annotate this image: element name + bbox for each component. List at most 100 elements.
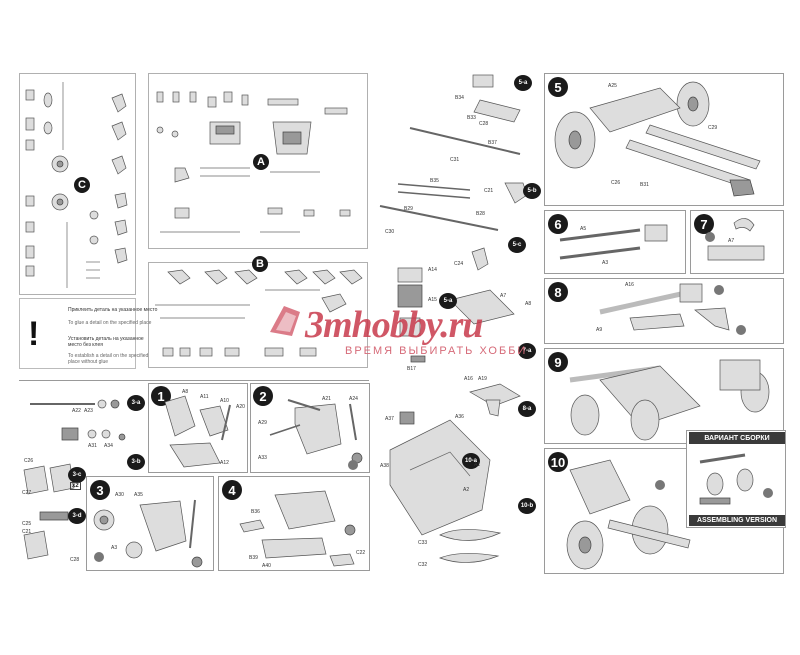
part-label: A22: [72, 408, 81, 414]
part-label: A10: [220, 398, 229, 404]
step-10a-drawing: [389, 411, 502, 563]
watermark-logo-icon: [268, 302, 302, 338]
step-2-badge: 2: [253, 386, 273, 406]
legend-glue-ru: Приклеить деталь на указанное место: [68, 307, 158, 313]
substep-3a-badge: 3-a: [127, 395, 145, 411]
legend-noglue-en: To establish a detail on the specified p…: [68, 353, 149, 365]
part-label: A36: [455, 414, 464, 420]
watermark-subtitle: ВРЕМЯ ВЫБИРАТЬ ХОББИ: [345, 345, 528, 357]
part-label: A33: [258, 455, 267, 461]
ref-marker: [655, 480, 665, 490]
multiplier-label: x2: [70, 482, 81, 490]
part-label: C21: [22, 529, 32, 535]
ref-marker: [705, 232, 715, 242]
part-label: C31: [450, 157, 460, 163]
part-label: A19: [478, 376, 487, 382]
part-label: A7: [728, 238, 735, 244]
legend-glue-en: To glue a detail on the specified place: [68, 320, 152, 326]
part-label: A38: [380, 463, 389, 469]
step-1-drawing: [164, 395, 231, 468]
substep-3d-badge: 3-d: [68, 508, 86, 524]
part-label: C25: [22, 521, 32, 527]
ref-marker: [714, 285, 724, 295]
step-10-badge: 10: [548, 452, 568, 472]
part-label: B35: [430, 178, 439, 184]
part-label: B33: [467, 115, 476, 121]
step-7-drawing: [707, 218, 765, 261]
step-2-drawing: [269, 399, 363, 464]
part-label: A1: [474, 462, 481, 468]
ref-marker: [348, 460, 358, 470]
step-9-drawing: [569, 359, 770, 441]
step-3-badge: 3: [90, 480, 110, 500]
part-label: A7: [500, 293, 507, 299]
step-4-badge: 4: [222, 480, 242, 500]
ref-marker: [94, 552, 104, 562]
sprue-c-letter: C: [74, 177, 90, 193]
part-label: B34: [455, 95, 464, 101]
part-label: A8: [182, 389, 189, 395]
part-label: C26: [24, 458, 34, 464]
section-divider: [19, 380, 369, 381]
ref-marker: [736, 325, 746, 335]
part-label: A16: [625, 282, 634, 288]
part-label: A31: [88, 443, 97, 449]
part-label: B17: [407, 366, 416, 372]
part-label: A16: [464, 376, 473, 382]
part-label: A14: [428, 267, 437, 273]
part-label: A8: [525, 301, 532, 307]
part-label: C24: [454, 261, 464, 267]
part-label: A23: [84, 408, 93, 414]
variant-footer: ASSEMBLING VERSION: [689, 515, 785, 526]
sprue-a-parts: [156, 91, 351, 233]
substep-3b-badge: 3-b: [127, 454, 145, 470]
step-5-drawing: [554, 81, 761, 197]
part-label: A24: [349, 396, 358, 402]
part-label: A35: [134, 492, 143, 498]
step-1-badge: 1: [151, 386, 171, 406]
part-label: A3: [111, 545, 118, 551]
part-label: A40: [262, 563, 271, 569]
step-3-drawing: [93, 499, 203, 568]
variant-box: [686, 430, 786, 528]
part-label: C33: [418, 540, 428, 546]
part-label: C28: [479, 121, 489, 127]
part-label: A29: [258, 420, 267, 426]
substeps-3-drawings: [23, 399, 126, 560]
step-7-badge: 7: [694, 214, 714, 234]
substep-8a-badge: 8-a: [518, 401, 536, 417]
part-label: A3: [602, 260, 609, 266]
sprue-b-parts: [155, 269, 363, 357]
part-label: C32: [418, 562, 428, 568]
step-4-drawing: [239, 490, 356, 567]
sprue-c-frame: [19, 73, 136, 295]
part-label: A12: [220, 460, 229, 466]
part-label: C27: [22, 490, 32, 496]
watermark-text: 3mhobby.ru: [305, 304, 484, 346]
part-label: A15: [428, 297, 437, 303]
step-10-drawing: [566, 459, 691, 570]
sprue-a-frame: [148, 73, 368, 249]
part-label: A37: [385, 416, 394, 422]
part-label: B37: [488, 140, 497, 146]
substep-7a-badge: 7-a: [518, 343, 536, 359]
step-8-drawing: [599, 283, 730, 331]
part-label: C26: [611, 180, 621, 186]
part-label: C29: [708, 125, 718, 131]
substep-10b-badge: 10-b: [518, 498, 536, 514]
part-label: A9: [596, 327, 603, 333]
substep-5a-badge: 5-a: [514, 75, 532, 91]
sprue-a-letter: A: [253, 154, 269, 170]
substep-5b-badge: 5-b: [523, 183, 541, 199]
step-9-badge: 9: [548, 352, 568, 372]
part-label: A11: [200, 394, 209, 400]
legend-box: ! Приклеить деталь на указанное место To…: [19, 298, 157, 369]
variant-drawing: [699, 453, 754, 505]
mid-center-drawing: [397, 267, 521, 417]
part-label: A20: [236, 404, 245, 410]
step-5-badge: 5: [548, 77, 568, 97]
part-label: C28: [70, 557, 80, 563]
legend-noglue-ru: Установить деталь на указанное место без…: [68, 336, 144, 348]
part-label: C21: [484, 188, 494, 194]
